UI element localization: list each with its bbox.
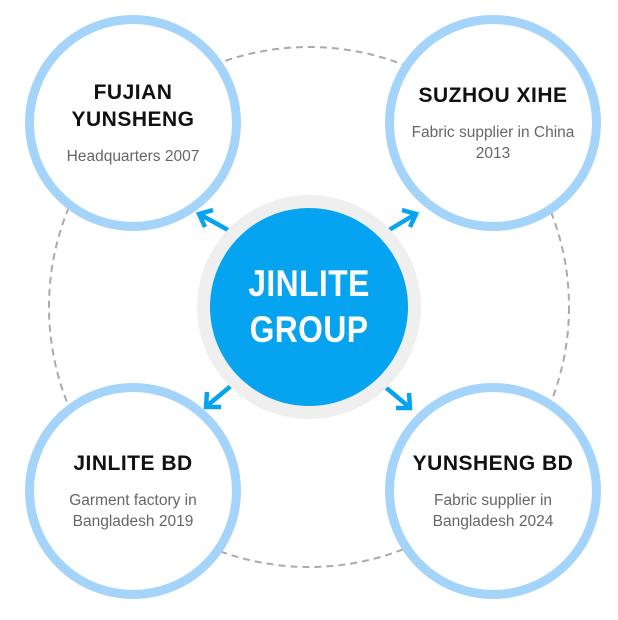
arrow-to-jinlitebd	[203, 383, 234, 410]
center-node: JINLITE GROUP	[210, 208, 408, 406]
node-fujian-yunsheng: FUJIAN YUNSHENG Headquarters 2007	[25, 15, 241, 231]
center-label: JINLITE GROUP	[248, 263, 370, 350]
node-title: YUNSHENG BD	[412, 452, 574, 475]
node-title: SUZHOU XIHE	[418, 84, 568, 107]
node-description: Fabric supplier in China 2013	[411, 124, 575, 162]
arrow-to-yunshengbd	[382, 384, 413, 411]
node-jinlite-bd: JINLITE BD Garment factory in Bangladesh…	[25, 383, 241, 599]
node-title: JINLITE BD	[73, 452, 193, 475]
orbit-dashed-circle	[48, 46, 570, 568]
node-description: Fabric supplier in Bangladesh 2024	[432, 492, 554, 530]
arrow-to-fujian	[195, 207, 230, 232]
node-description: Garment factory in Bangladesh 2019	[69, 492, 197, 530]
node-title: FUJIAN YUNSHENG	[71, 81, 195, 131]
node-suzhou-xihe: SUZHOU XIHE Fabric supplier in China 201…	[385, 15, 601, 231]
arrow-to-suzhou	[387, 207, 420, 232]
node-description: Headquarters 2007	[66, 148, 200, 165]
node-yunsheng-bd: YUNSHENG BD Fabric supplier in Banglades…	[385, 383, 601, 599]
